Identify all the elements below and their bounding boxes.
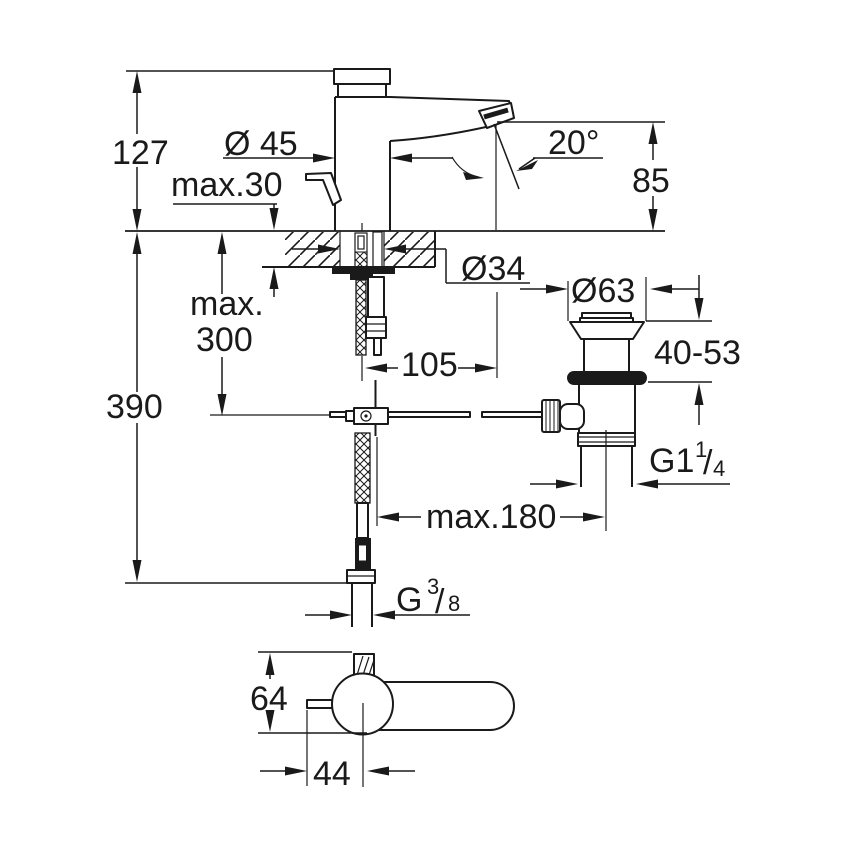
spout-angle-construction (451, 123, 520, 230)
dim-105-label: 105 (401, 346, 458, 384)
arrow-down (217, 394, 227, 416)
dim-g38-label-slash: / (435, 583, 445, 621)
horizontal-rod-mid (387, 411, 471, 418)
rod-knob-neck (559, 403, 585, 430)
waste-gasket (567, 371, 647, 385)
arrow-up (648, 122, 658, 144)
arrow-up (265, 653, 275, 675)
arrow-left (390, 153, 412, 163)
hose-connector-window (358, 544, 367, 562)
dim-max300-label-line1: max. (190, 285, 264, 323)
stream-angled-line (493, 123, 520, 190)
supply-hose-and-fixing (329, 276, 543, 627)
dim-max30-label: max.30 (171, 166, 283, 204)
faucet-cap-ring (337, 83, 387, 98)
dim-44-label: 44 (313, 755, 351, 793)
faucet-plan-view: 64 44 (250, 651, 515, 793)
plan-lever-hatch (356, 655, 375, 676)
dim-g114-label-numerator: 1 (695, 437, 707, 462)
arrow-up (132, 232, 142, 254)
dim-g114-label-slash: / (703, 444, 713, 482)
faucet-side-view (305, 68, 515, 231)
dimensions: 127 max.30 Ø 45 20° 85 Ø34 (106, 70, 741, 621)
plan-side-lever (306, 699, 332, 709)
dim-g38-label-base: G (396, 581, 422, 619)
arrow-right (313, 153, 335, 163)
dim-g38-label-denominator: 8 (448, 591, 460, 616)
arrow-down (132, 209, 142, 231)
horizontal-rod-left (329, 411, 347, 418)
waste-flange (569, 321, 645, 340)
dim-dia34-label: Ø34 (461, 250, 525, 288)
faucet-cap (333, 68, 391, 85)
hose-top-window (357, 235, 365, 250)
arrow-up (269, 267, 279, 289)
dim-85-label: 85 (632, 162, 670, 200)
dim-127-label: 127 (112, 134, 169, 172)
fixing-nut (365, 316, 387, 339)
fitting-screw (360, 410, 372, 422)
knob-knurling (545, 400, 559, 432)
hose-tube (356, 502, 369, 539)
flex-hose-lower (354, 432, 371, 504)
arrow-down (265, 710, 275, 732)
arrow-right (556, 479, 578, 489)
arrow-up (694, 383, 704, 405)
fitting-screw-dot (364, 414, 368, 418)
arrow-diagonal (516, 160, 538, 171)
flex-hose-upper (355, 279, 367, 356)
arrow-left (636, 479, 658, 489)
arrow-up (217, 232, 227, 254)
arrow-right (546, 284, 568, 294)
dim-g114-label-denominator: 4 (713, 456, 725, 481)
arrow-right (583, 512, 605, 522)
dim-20deg-label: 20° (548, 124, 599, 162)
popup-waste (541, 312, 647, 531)
arrow-left (377, 512, 399, 522)
arrow-left (373, 610, 395, 620)
arrow-down (132, 560, 142, 582)
dim-dia45-label: Ø 45 (224, 125, 298, 163)
dim-max180-label: max.180 (426, 498, 556, 536)
arrow-down (694, 298, 704, 320)
rod-knurled-knob (541, 399, 561, 433)
faucet-body (334, 96, 391, 231)
horizontal-rod-right (481, 411, 543, 418)
dim-g38-label-numerator: 3 (427, 574, 439, 599)
arrow-down (269, 208, 279, 230)
arrow-up (132, 71, 142, 93)
arrow-left (365, 363, 387, 373)
arrow-right (318, 244, 340, 254)
faucet-spout-underside (389, 126, 487, 142)
fixing-stud (367, 276, 385, 318)
angle-arc-arrowhead (463, 172, 484, 180)
arrow-left (384, 244, 406, 254)
arrow-right (475, 363, 497, 373)
dim-max300-label-line2: 300 (196, 321, 253, 359)
plan-spout-outline (379, 681, 515, 731)
arrow-left (367, 766, 389, 776)
faucet-lever (305, 172, 342, 206)
dim-dia63-label: Ø63 (571, 272, 635, 310)
hose-top-braid (354, 251, 368, 268)
stud-rod (373, 337, 382, 356)
base-flange-hub (350, 274, 373, 280)
base-flange (332, 267, 395, 274)
arrow-right (330, 610, 352, 620)
rod-fitting-tab (345, 410, 355, 422)
arrow-right (285, 766, 307, 776)
stud-top (372, 231, 383, 268)
spout-aerator-slot (483, 107, 509, 120)
dim-390-label: 390 (106, 388, 163, 426)
arrow-left (650, 284, 672, 294)
dim-g114-label-base: G1 (649, 442, 694, 480)
arrow-down (648, 209, 658, 231)
dim-4053-label: 40-53 (654, 334, 741, 372)
